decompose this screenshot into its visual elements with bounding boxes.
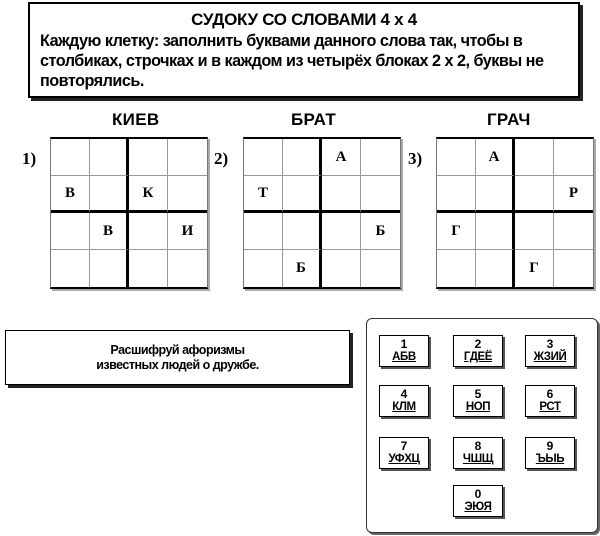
grid-cell [554,213,593,250]
aphorism-line-1: Расшифруй афоризмы [110,343,245,357]
grid-cell [90,250,129,287]
key-0: 0 ЭЮЯ [453,485,503,517]
key-2: 2 ГДЕЁ [453,335,503,367]
grid-cell: И [168,213,207,250]
grid-cell [322,213,361,250]
grid-cell [51,139,90,176]
puzzle-3-number: 3) [408,149,423,168]
phone-keypad: 1 АБВ 2 ГДЕЁ 3 ЖЗИЙ 4 КЛМ 5 НОП 6 РСТ 7 … [366,318,598,533]
page-title: СУДОКУ СО СЛОВАМИ 4 х 4 [191,10,417,29]
grid-cell [244,213,283,250]
grid-cell [168,250,207,287]
grid-cell [476,213,515,250]
grid-cell [322,250,361,287]
grid-cell: Т [244,176,283,213]
grid-cell [51,250,90,287]
grid-cell [51,213,90,250]
grid-cell [361,250,400,287]
grid-cell [476,176,515,213]
grid-cell [515,176,554,213]
puzzle-3-word: ГРАЧ [487,110,531,129]
puzzle-1-number: 1) [22,149,37,168]
key-5: 5 НОП [453,385,503,417]
aphorism-box: Расшифруй афоризмы известных людей о дру… [5,330,350,385]
key-4: 4 КЛМ [379,385,429,417]
instruction-text: Каждую клетку: заполнить буквами данного… [40,32,544,90]
grid-cell [437,176,476,213]
grid-cell [322,176,361,213]
grid-cell [283,139,322,176]
grid-cell [129,139,168,176]
grid-cell [90,176,129,213]
key-1: 1 АБВ [379,335,429,367]
grid-cell [437,139,476,176]
key-8: 8 ЧШЩ [453,437,503,469]
grid-cell [437,250,476,287]
grid-cell [129,250,168,287]
key-3: 3 ЖЗИЙ [525,335,575,367]
grid-cell [283,176,322,213]
grid-cell [244,139,283,176]
grid-cell [361,176,400,213]
key-9: 9 ЪЫЬ [525,437,575,469]
grid-cell: К [129,176,168,213]
grid-cell [476,250,515,287]
grid-cell [515,213,554,250]
key-7: 7 УФХЦ [379,437,429,469]
grid-cell: В [90,213,129,250]
grid-cell [554,139,593,176]
puzzle-2-number: 2) [214,149,229,168]
aphorism-line-2: известных людей о дружбе. [96,358,259,372]
puzzle-1-word: КИЕВ [112,110,160,129]
grid-cell [168,139,207,176]
key-6: 6 РСТ [525,385,575,417]
grid-cell: А [476,139,515,176]
grid-cell: А [322,139,361,176]
grid-cell: Г [437,213,476,250]
grid-cell [129,213,168,250]
grid-cell [90,139,129,176]
grid-cell: Г [515,250,554,287]
grid-cell [554,250,593,287]
grid-cell [283,213,322,250]
grid-cell [168,176,207,213]
grid-cell: В [51,176,90,213]
grid-cell: Р [554,176,593,213]
grid-cell [361,139,400,176]
grid-cell: Б [283,250,322,287]
grid-cell [515,139,554,176]
grid-cell [244,250,283,287]
puzzle-2-word: БРАТ [291,110,337,129]
title-box: СУДОКУ СО СЛОВАМИ 4 х 4 Каждую клетку: з… [28,2,580,98]
grid-cell: Б [361,213,400,250]
